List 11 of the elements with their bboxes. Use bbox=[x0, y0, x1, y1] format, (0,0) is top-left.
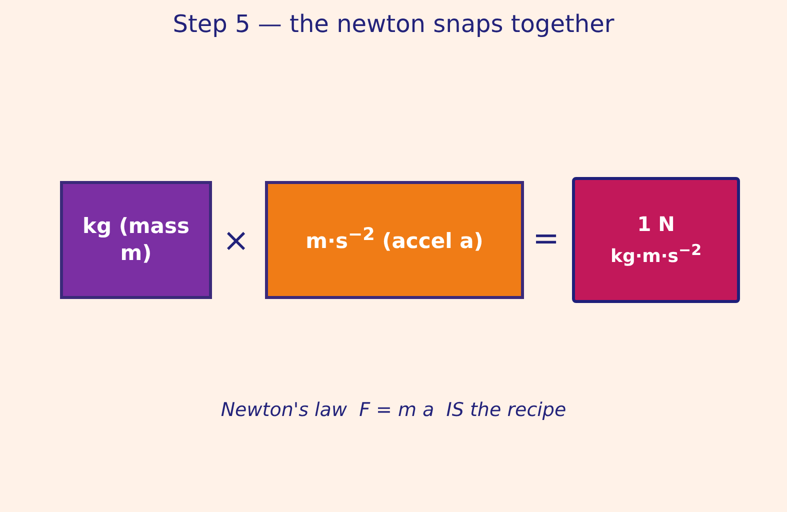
title: Step 5 — the newton snaps together bbox=[172, 10, 616, 38]
equals-sign: = bbox=[532, 222, 560, 254]
term-box bbox=[265, 181, 524, 299]
node-text: kg·m·s$^{−2}$ bbox=[610, 241, 702, 269]
term-box bbox=[572, 177, 740, 303]
term-box bbox=[60, 181, 212, 299]
node-text: kg (mass m) bbox=[82, 212, 190, 267]
node-text: m·s$^{−2}$ (accel a) bbox=[306, 224, 484, 256]
multiplication-sign: × bbox=[222, 224, 250, 256]
caption: Newton's law F = m a IS the recipe bbox=[220, 399, 568, 421]
node-text: 1 N bbox=[637, 211, 675, 238]
